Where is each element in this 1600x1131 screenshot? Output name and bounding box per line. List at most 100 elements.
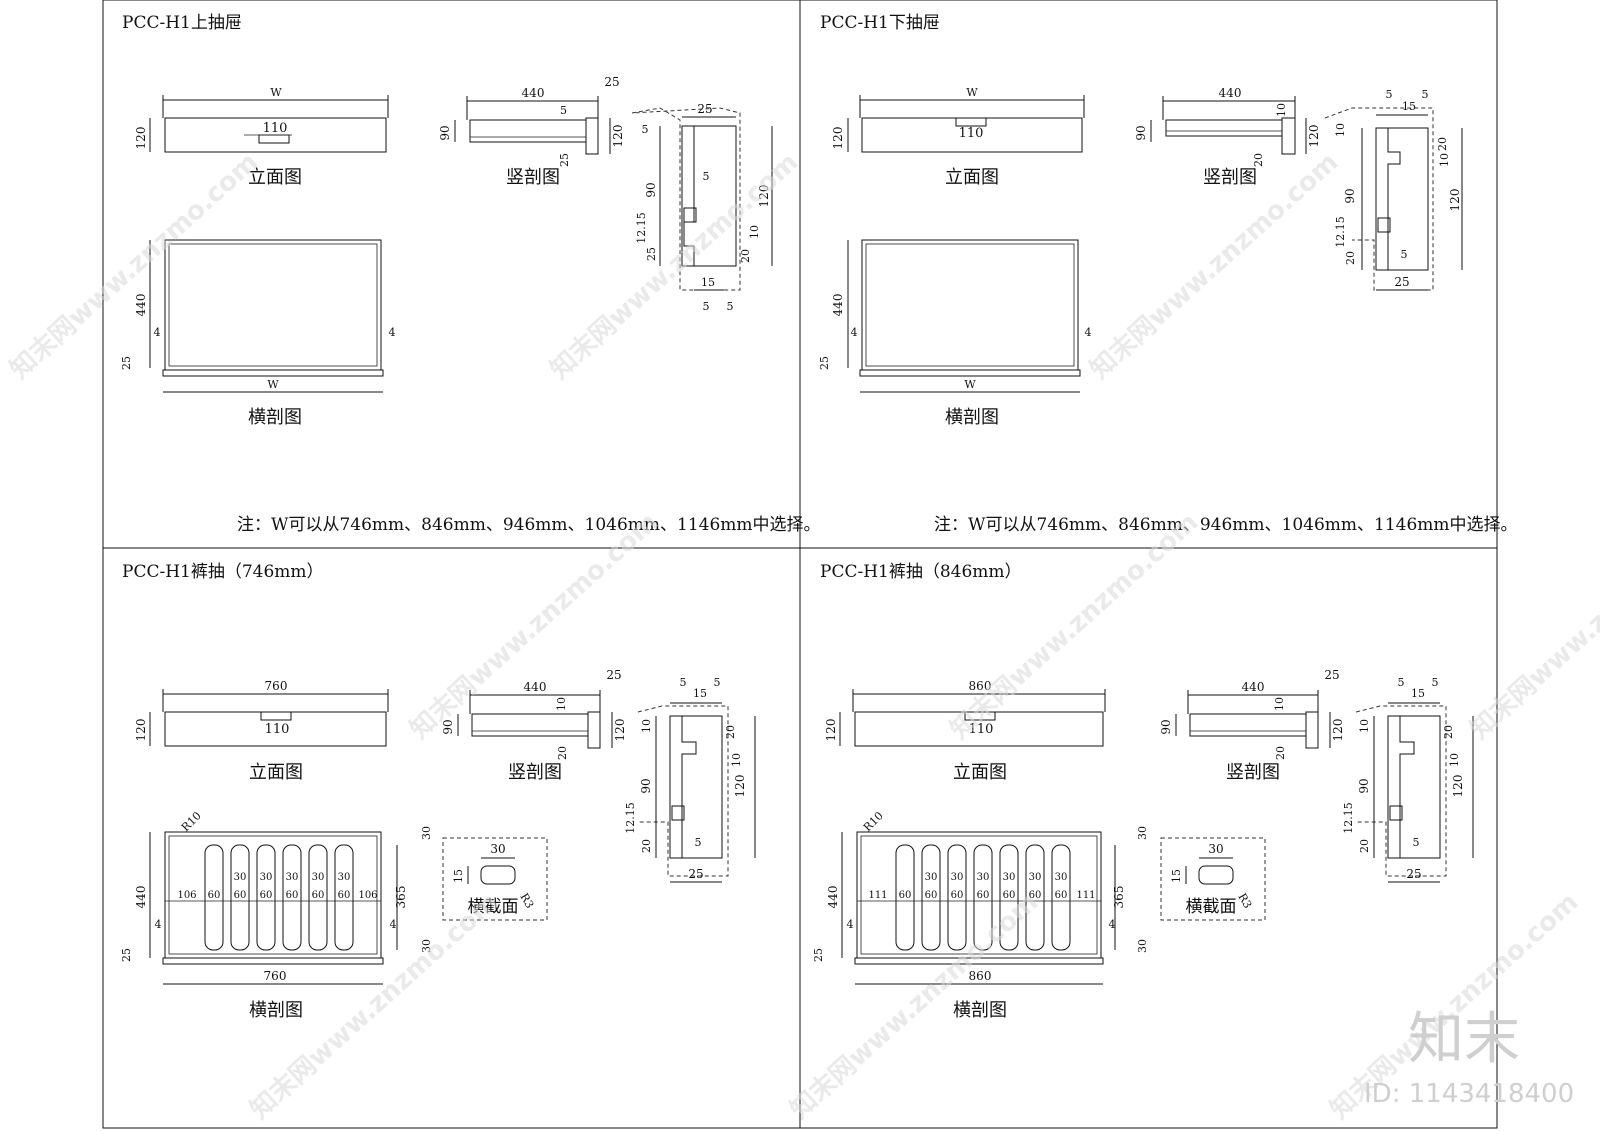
side-left-label: 4 bbox=[155, 918, 162, 931]
gap-2: 30 bbox=[260, 872, 273, 883]
bottom-label: 25 bbox=[558, 153, 571, 167]
slot-row bbox=[895, 844, 1071, 951]
inner-label: 365 bbox=[1112, 886, 1126, 909]
detail-v90: 90 bbox=[639, 778, 653, 793]
panel-title: PCC-H1裤抽（846mm） bbox=[820, 562, 1022, 582]
detail-b25: 25 bbox=[1406, 867, 1421, 881]
detail-b5: 5 bbox=[695, 836, 702, 849]
detail-v90: 90 bbox=[644, 182, 658, 197]
gap-4: 30 bbox=[1003, 872, 1016, 883]
depth-label: 440 bbox=[826, 886, 840, 909]
detail-t5b: 5 bbox=[1432, 676, 1439, 689]
length-label: 440 bbox=[524, 680, 547, 694]
watermark-text: 知末网www.znzmo.com bbox=[405, 507, 665, 745]
hsection-caption: 横剖图 bbox=[249, 1000, 303, 1021]
length-label: 440 bbox=[522, 86, 545, 100]
slot bbox=[308, 844, 328, 951]
detail-top: 25 bbox=[697, 102, 712, 116]
slot-width: 60 bbox=[977, 890, 990, 901]
detail-t5a: 5 bbox=[1386, 88, 1393, 101]
tab-label: 25 bbox=[1324, 668, 1339, 682]
width-note: 注：W可以从746mm、846mm、946mm、1046mm、1146mm中选择… bbox=[237, 515, 821, 535]
width-note: 注：W可以从746mm、846mm、946mm、1046mm、1146mm中选择… bbox=[934, 515, 1518, 535]
slot-width: 60 bbox=[899, 890, 912, 901]
slot bbox=[1051, 844, 1071, 951]
detail-v25: 25 bbox=[645, 247, 658, 261]
length-label: 440 bbox=[1219, 86, 1242, 100]
gap-3: 30 bbox=[977, 872, 990, 883]
slot bbox=[282, 844, 302, 951]
vsection-caption: 竖剖图 bbox=[506, 167, 560, 188]
slot-width: 60 bbox=[925, 890, 938, 901]
detail-t15: 15 bbox=[1411, 687, 1425, 700]
depth-label: 440 bbox=[134, 294, 148, 317]
small-label: 5 bbox=[560, 104, 567, 117]
gap-1: 30 bbox=[925, 872, 938, 883]
length-label: 440 bbox=[1242, 680, 1265, 694]
bottom-label: 20 bbox=[1252, 153, 1265, 167]
width-label: W bbox=[966, 86, 978, 99]
gap-5: 30 bbox=[1029, 872, 1042, 883]
t10-label: 10 bbox=[1273, 697, 1286, 711]
height-label: 120 bbox=[831, 127, 845, 150]
slot bbox=[947, 844, 967, 951]
width-label: 760 bbox=[264, 969, 287, 983]
bottom-clearance: 30 bbox=[420, 939, 433, 953]
detail-r20: 20 bbox=[1436, 137, 1449, 151]
h120-label: 120 bbox=[1307, 125, 1321, 148]
slot-width: 60 bbox=[260, 890, 273, 901]
detail-r10: 10 bbox=[730, 753, 743, 767]
edge-gap-right: 111 bbox=[1076, 890, 1095, 901]
edge-gap-left: 111 bbox=[868, 890, 887, 901]
detail-r10: 10 bbox=[1448, 753, 1461, 767]
watermark-overlay: 知末网www.znzmo.com 知末网www.znzmo.com 知末网www… bbox=[5, 147, 1600, 1125]
xsec-radius: R3 bbox=[1235, 891, 1254, 911]
detail-v120: 120 bbox=[1451, 775, 1465, 798]
detail-b: 5 bbox=[703, 170, 710, 183]
detail-v10: 10 bbox=[1358, 719, 1371, 733]
detail-t15: 15 bbox=[693, 687, 707, 700]
panel-title: PCC-H1裤抽（746mm） bbox=[122, 562, 324, 582]
detail-v1215: 12.15 bbox=[635, 212, 648, 244]
brand-corner: 知末 ID: 1143418400 bbox=[1364, 1007, 1574, 1109]
horizontal-section: 440 25 4 4 W 横剖图 bbox=[818, 239, 1092, 428]
detail-v20: 20 bbox=[640, 839, 653, 853]
detail-a: 5 bbox=[642, 123, 649, 136]
bottom-label: 20 bbox=[556, 746, 569, 760]
radius-label: R10 bbox=[861, 809, 886, 834]
brand-logo: 知末 bbox=[1408, 1007, 1520, 1072]
vertical-section: 440 25 10 90 120 20 竖剖图 bbox=[1159, 668, 1345, 783]
xsec-height: 15 bbox=[452, 869, 465, 883]
detail-v10: 10 bbox=[1334, 123, 1347, 137]
h120-label: 120 bbox=[613, 719, 627, 742]
detail-v1215: 12.15 bbox=[1342, 802, 1355, 834]
xsec-width: 30 bbox=[1208, 842, 1223, 856]
slot-row bbox=[204, 844, 354, 951]
t10-label: 10 bbox=[555, 697, 568, 711]
vertical-section: 440 25 5 90 120 25 竖剖图 bbox=[438, 75, 625, 188]
slot-width: 60 bbox=[312, 890, 325, 901]
h90-label: 90 bbox=[1134, 125, 1148, 140]
detail-v120: 120 bbox=[757, 185, 771, 208]
detail-b5a: 5 bbox=[703, 300, 710, 313]
detail-r20: 20 bbox=[724, 725, 737, 739]
slot-width: 60 bbox=[951, 890, 964, 901]
detail-v10: 10 bbox=[748, 225, 761, 239]
base-label: 25 bbox=[120, 948, 133, 962]
panel-bottom-left: PCC-H1裤抽（746mm） 760 110 120 立面图 440 25 1… bbox=[120, 562, 756, 1021]
base-label: 25 bbox=[818, 356, 831, 370]
width-label: 760 bbox=[265, 679, 288, 693]
detail-b25: 25 bbox=[1394, 275, 1409, 289]
panel-top-right: PCC-H1下抽屉 W 110 120 立面图 440 10 90 120 20 bbox=[818, 13, 1518, 535]
h120-label: 120 bbox=[611, 125, 625, 148]
height-label: 120 bbox=[134, 719, 148, 742]
depth-label: 440 bbox=[831, 294, 845, 317]
hsection-caption: 横剖图 bbox=[953, 1000, 1007, 1021]
detail-v20: 20 bbox=[1344, 251, 1357, 265]
vertical-section: 440 10 90 120 20 竖剖图 bbox=[1134, 86, 1321, 188]
height-label: 120 bbox=[134, 127, 148, 150]
detail-t5a: 5 bbox=[680, 676, 687, 689]
tab-label: 25 bbox=[604, 75, 619, 89]
detail-v1215: 12.15 bbox=[624, 802, 637, 834]
